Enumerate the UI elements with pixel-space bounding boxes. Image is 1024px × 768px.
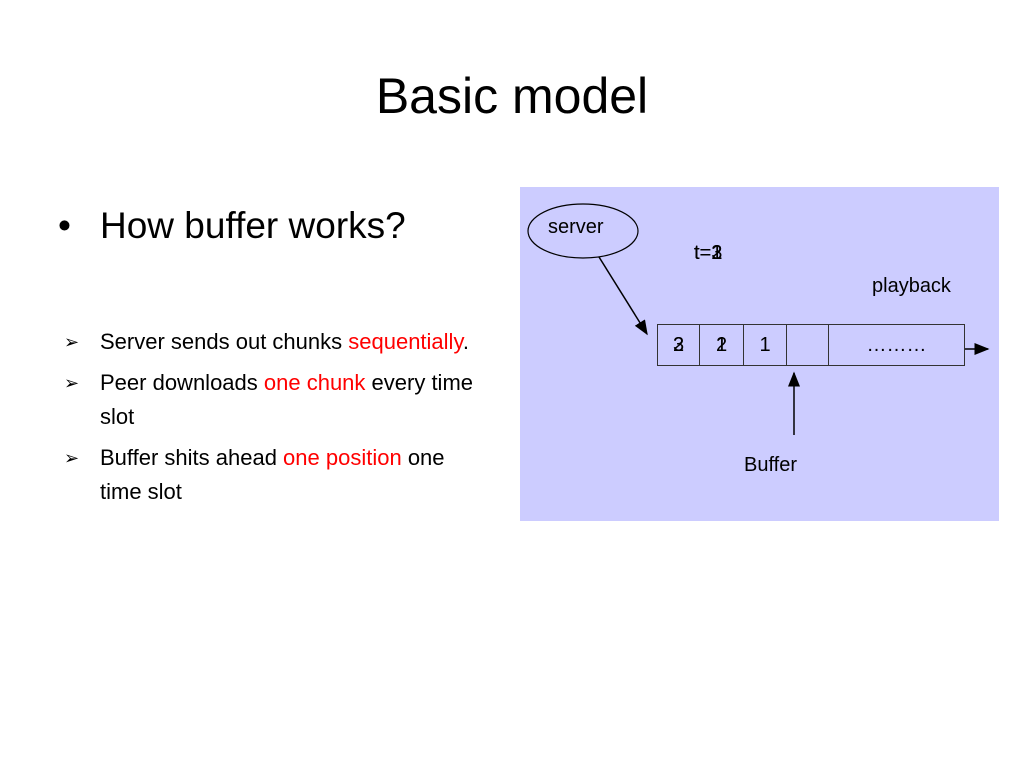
arrow-bullet-icon: ➢ bbox=[64, 332, 80, 352]
buffer-cell-value: 2 bbox=[672, 334, 685, 356]
buffer-cell-value: 2 bbox=[715, 334, 728, 356]
buffer-cell-value: 3 bbox=[672, 334, 685, 356]
buffer-cell-value: 1 bbox=[715, 334, 728, 356]
sub-bullet-text: Server sends out chunks bbox=[100, 329, 349, 354]
arrow-bullet-icon: ➢ bbox=[64, 448, 80, 468]
diagram-shapes bbox=[527, 203, 990, 435]
sub-bullet-text-after: every time slot bbox=[100, 370, 474, 429]
buffer-cell-value: 1 bbox=[759, 334, 771, 356]
bullet-dot-icon: • bbox=[58, 205, 71, 246]
sub-bullet-text-after: . bbox=[462, 329, 469, 354]
playback-label: playback bbox=[872, 275, 951, 297]
sub-bullet-highlight: sequentially bbox=[348, 329, 463, 354]
server-arrow bbox=[598, 256, 648, 336]
sub-bullet-text-after: one time slot bbox=[100, 445, 445, 504]
list-item: ➢ Server sends out chunks sequentially. bbox=[64, 325, 484, 359]
time-label: t=1 bbox=[694, 242, 723, 264]
time-label: t=3 bbox=[694, 242, 723, 264]
sub-bullet-text: Buffer shits ahead bbox=[100, 445, 284, 470]
sub-bullet-text: Peer downloads bbox=[100, 370, 264, 395]
server-ellipse bbox=[527, 203, 639, 259]
slide-title: Basic model bbox=[375, 68, 649, 124]
buffer-label: Buffer bbox=[744, 454, 797, 476]
list-item: ➢ Buffer shits ahead one position one ti… bbox=[64, 441, 484, 509]
buffer-cell: 3 2 bbox=[657, 324, 700, 366]
main-bullet-text: How buffer works? bbox=[100, 205, 406, 246]
buffer-cell: 2 1 bbox=[699, 324, 744, 366]
buffer-diagram: server t=1 t=2 t=3 playback 3 2 2 1 1 ……… bbox=[520, 187, 999, 521]
main-bullet: • How buffer works? bbox=[58, 202, 406, 250]
sub-bullet-highlight: one position bbox=[283, 445, 402, 470]
buffer-cell-ellipsis: ……… bbox=[866, 334, 927, 356]
list-item: ➢ Peer downloads one chunk every time sl… bbox=[64, 366, 484, 434]
buffer-cell bbox=[786, 324, 829, 366]
sub-bullet-highlight: one chunk bbox=[263, 370, 366, 395]
sub-bullet-list: ➢ Server sends out chunks sequentially. … bbox=[64, 325, 484, 516]
server-label: server bbox=[548, 216, 604, 238]
arrow-bullet-icon: ➢ bbox=[64, 373, 80, 393]
buffer-cell: 1 bbox=[743, 324, 787, 366]
time-label: t=2 bbox=[694, 242, 723, 264]
buffer-cell: ……… bbox=[828, 324, 965, 366]
